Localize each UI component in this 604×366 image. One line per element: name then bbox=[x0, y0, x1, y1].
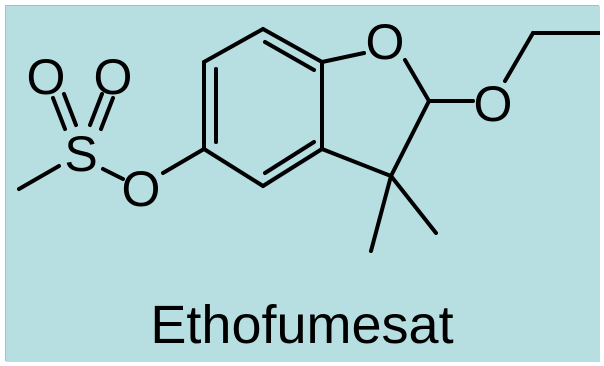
bond-c3-to-ring bbox=[320, 147, 393, 178]
bond-ester-oxygen-to-sulfur bbox=[101, 167, 125, 181]
bond-benzene-upper-left bbox=[202, 27, 265, 64]
atom-ester-oxygen: O bbox=[122, 161, 161, 217]
bond-methyl-2 bbox=[389, 174, 438, 235]
bond-c2-to-c3 bbox=[389, 99, 431, 178]
bond-sulfur-to-methyl bbox=[17, 164, 61, 191]
compound-name: Ethofumesat bbox=[150, 295, 454, 355]
bond-methyl-1 bbox=[369, 174, 393, 253]
bond-ether-oxygen-to-ch2 bbox=[503, 31, 535, 83]
bond-benzene-lower-right bbox=[261, 147, 324, 188]
atom-ring-oxygen: O bbox=[366, 14, 405, 70]
atom-ether-oxygen: O bbox=[474, 76, 513, 132]
atom-sulfur: S bbox=[64, 126, 97, 182]
bond-ring-to-ring-oxygen bbox=[320, 51, 366, 64]
atom-sulfonyl-oxygen-left: O bbox=[27, 49, 66, 105]
bond-sulfonyl-right-b bbox=[99, 96, 115, 131]
bond-benzene-top-inner bbox=[263, 40, 316, 72]
bond-benzene-top bbox=[261, 27, 324, 64]
bond-ring-oxygen-to-c2 bbox=[403, 58, 431, 103]
structure-card: O O O S O O Ethofumesat bbox=[5, 5, 600, 362]
atom-sulfonyl-oxygen-right: O bbox=[94, 49, 133, 105]
bond-benzene-lower-left bbox=[202, 147, 265, 188]
bond-sulfonyl-right-a bbox=[88, 92, 104, 127]
bond-sulfonyl-left-b bbox=[62, 92, 78, 127]
bond-benzene-lower-right-inner bbox=[263, 140, 316, 175]
structure-diagram: O O O S O O bbox=[6, 6, 600, 362]
bond-ring-to-ester-oxygen bbox=[161, 147, 206, 175]
bond-sulfonyl-left-a bbox=[51, 96, 67, 131]
